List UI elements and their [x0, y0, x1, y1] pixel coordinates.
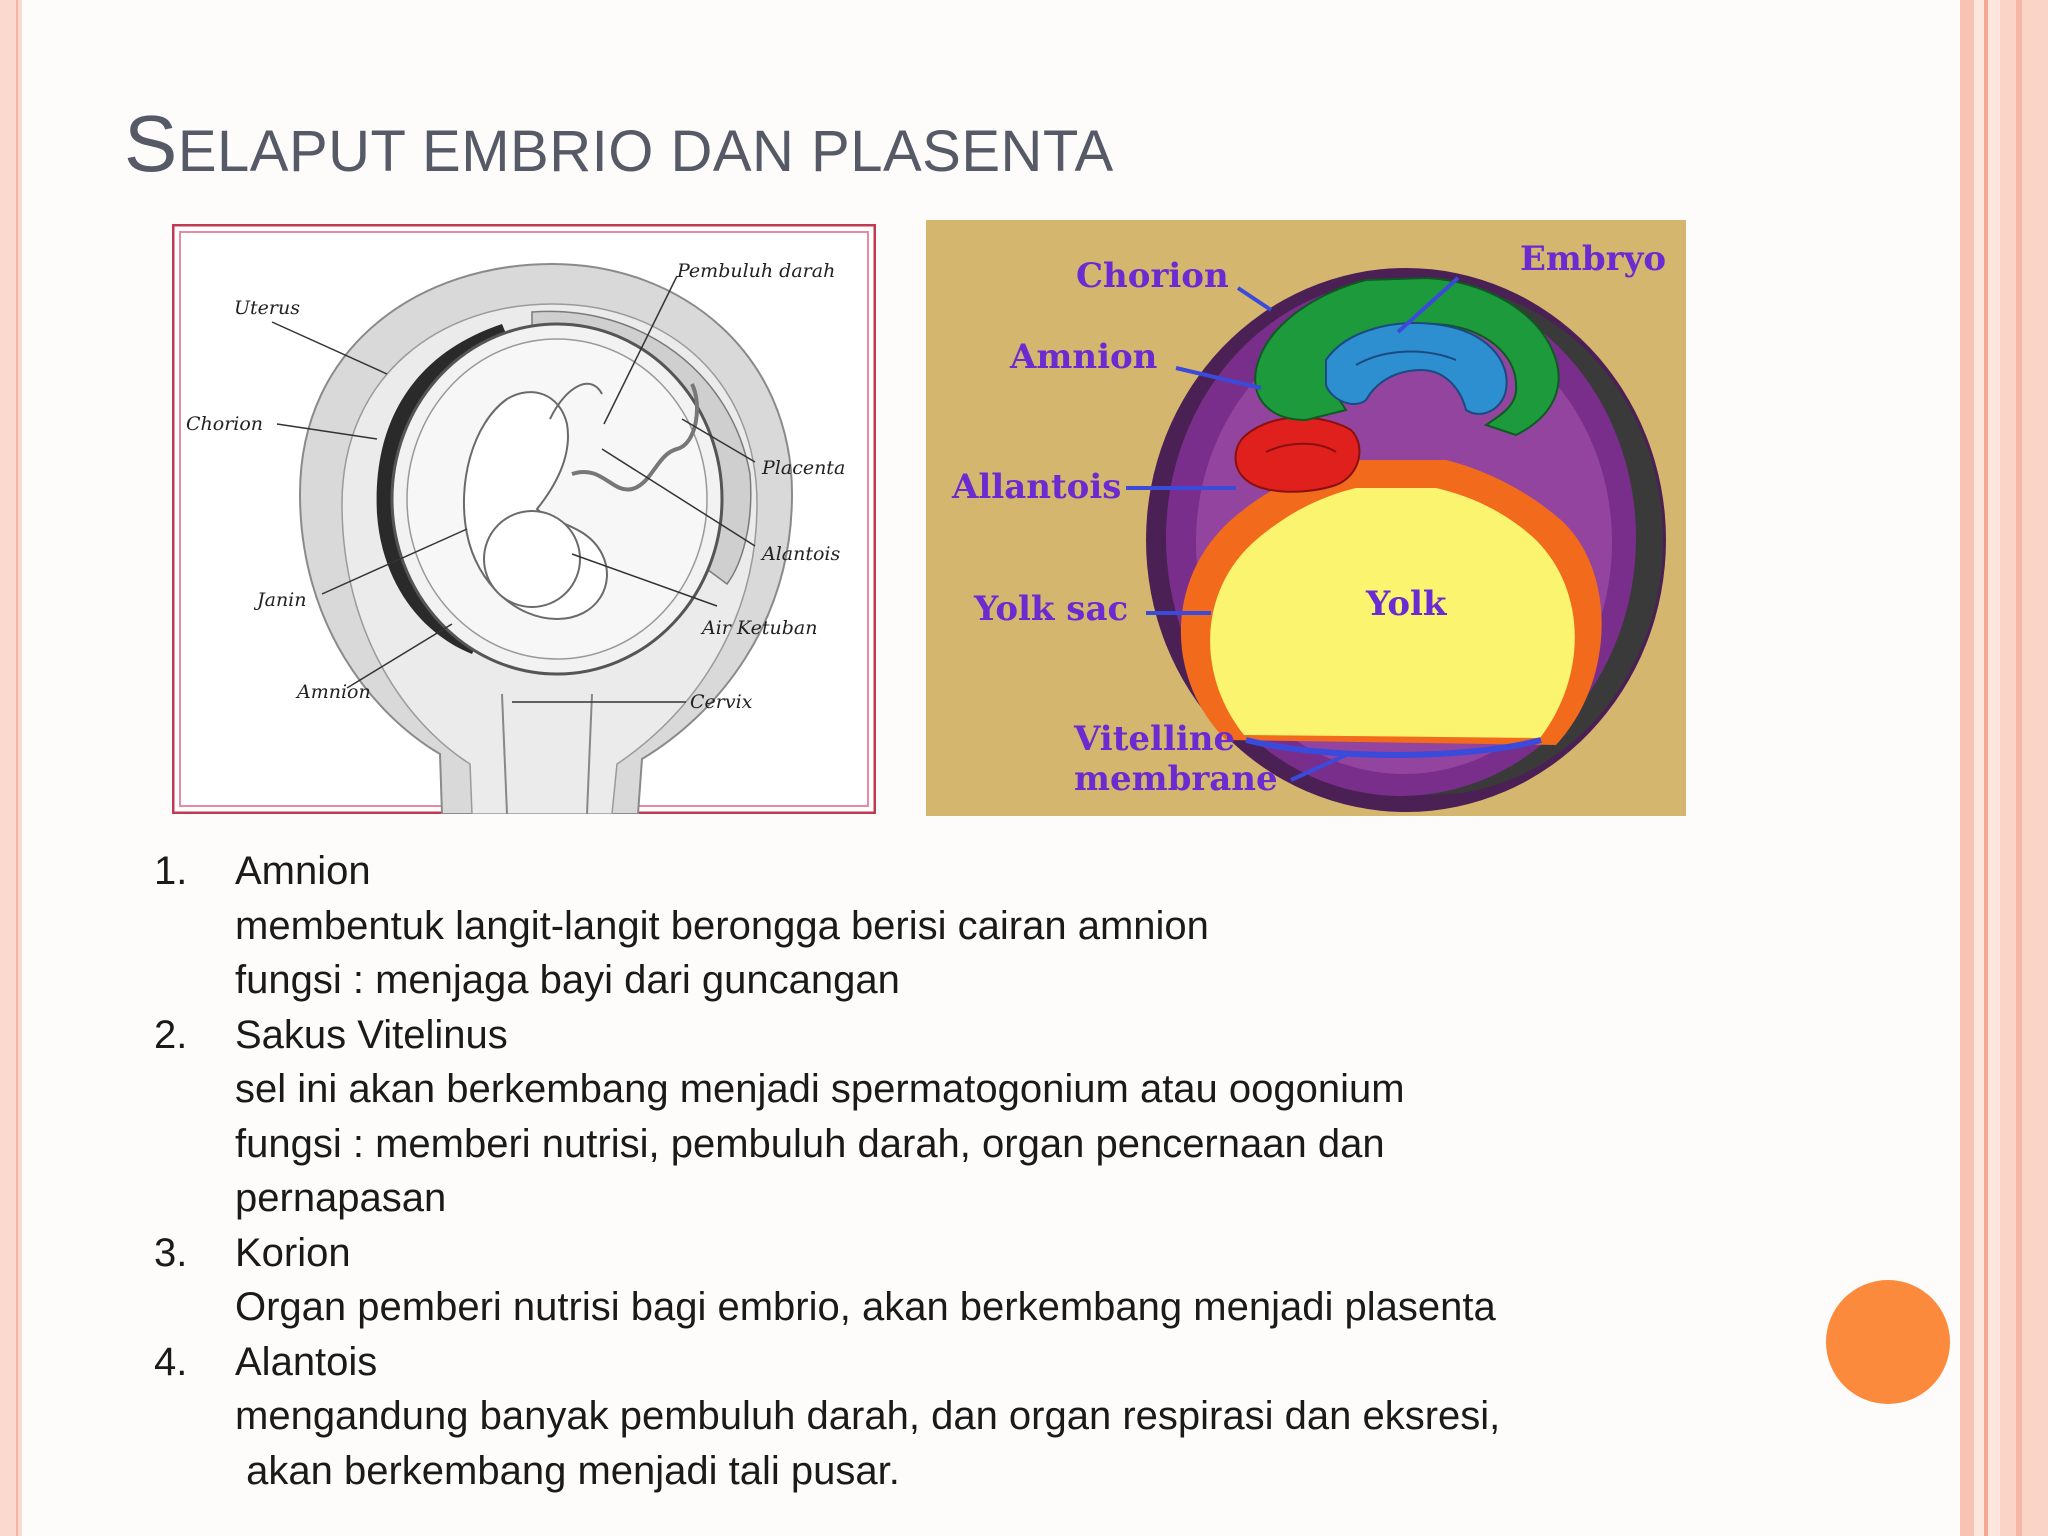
label-janin: Janin [253, 589, 307, 611]
border-stripe [1960, 0, 1974, 1536]
embryo [1325, 322, 1508, 415]
item-line: Organ pemberi nutrisi bagi embrio, akan … [235, 1285, 1496, 1329]
slide-border-left [0, 0, 22, 1536]
title-first-letter: S [124, 99, 178, 188]
leader-lines [1126, 276, 1460, 782]
slide-border-right [1960, 0, 2048, 1536]
item-line: pernapasan [235, 1176, 447, 1220]
border-stripe [2016, 0, 2022, 1536]
label-yolk: Yolk [1365, 584, 1448, 624]
list-item: 3. Korion Organ pemberi nutrisi bagi emb… [154, 1226, 1714, 1335]
title-rest: ELAPUT EMBRIO DAN PLASENTA [177, 119, 1114, 184]
membrane-list: 1. Amnion membentuk langit-langit berong… [154, 844, 1714, 1498]
item-heading: Korion [235, 1230, 351, 1275]
label-embryo: Embryo [1520, 239, 1666, 279]
leader-lines [271, 275, 756, 703]
label-alantois: Alantois [760, 543, 841, 565]
fetus-head [483, 510, 581, 608]
list-item: 1. Amnion membentuk langit-langit berong… [154, 844, 1714, 1008]
allantois-fold [1265, 442, 1337, 453]
item-line: membentuk langit-langit berongga berisi … [235, 903, 1209, 948]
chorion-band [376, 324, 507, 654]
item-number: 2. [154, 1012, 188, 1057]
item-line: fungsi : menjaga bayi dari guncangan [235, 958, 900, 1002]
list-item: 4. Alantois mengandung banyak pembuluh d… [154, 1335, 1714, 1499]
uterus-diagram: Pembuluh darah Uterus Chorion Placenta A… [172, 224, 876, 814]
fetus-leg [549, 382, 603, 420]
label-air-ketuban: Air Ketuban [700, 617, 817, 639]
diagram-labels: Chorion Embryo Amnion Allantois Yolk sac… [951, 239, 1666, 799]
slide-title: SELAPUT EMBRIO DAN PLASENTA [124, 98, 1114, 190]
label-uterus: Uterus [234, 297, 300, 319]
item-line: fungsi : memberi nutrisi, pembuluh darah… [235, 1121, 1385, 1166]
vitelline-membrane [1245, 737, 1542, 758]
item-number: 3. [154, 1230, 188, 1275]
item-line: akan berkembang menjadi tali pusar. [235, 1448, 900, 1493]
embryo-fold [1355, 350, 1457, 366]
amniotic-fluid [406, 338, 708, 660]
label-chorion: Chorion [186, 413, 263, 435]
label-amnion: Amnion [1009, 337, 1157, 377]
umbilical-cord [571, 383, 699, 492]
label-chorion: Chorion [1076, 256, 1229, 296]
item-number: 4. [154, 1339, 188, 1384]
item-heading: Amnion [235, 849, 371, 893]
border-stripe [1984, 0, 1988, 1536]
label-allantois: Allantois [951, 467, 1121, 507]
decorative-orange-circle [1826, 1280, 1950, 1404]
label-placenta: Placenta [761, 457, 845, 479]
label-pembuluh-darah: Pembuluh darah [676, 260, 835, 282]
label-cervix: Cervix [690, 691, 753, 713]
list-item: 2. Sakus Vitelinus sel ini akan berkemba… [154, 1008, 1714, 1226]
item-line: mengandung banyak pembuluh darah, dan or… [235, 1394, 1501, 1438]
label-amnion: Amnion [295, 681, 371, 703]
label-membrane: membrane [1074, 759, 1278, 799]
item-heading: Alantois [235, 1339, 378, 1384]
item-line: sel ini akan berkembang menjadi spermato… [235, 1067, 1405, 1111]
item-number: 1. [154, 849, 188, 893]
allantois [1234, 416, 1361, 493]
cervix [501, 693, 593, 814]
yolk [1210, 488, 1575, 738]
embryo-membrane-diagram: Chorion Embryo Amnion Allantois Yolk sac… [926, 220, 1686, 816]
label-yolk-sac: Yolk sac [973, 589, 1128, 629]
item-heading: Sakus Vitelinus [235, 1012, 508, 1057]
label-vitelline: Vitelline [1073, 719, 1235, 759]
slide-border-left-line [16, 0, 18, 1536]
border-stripe [2000, 0, 2048, 1536]
